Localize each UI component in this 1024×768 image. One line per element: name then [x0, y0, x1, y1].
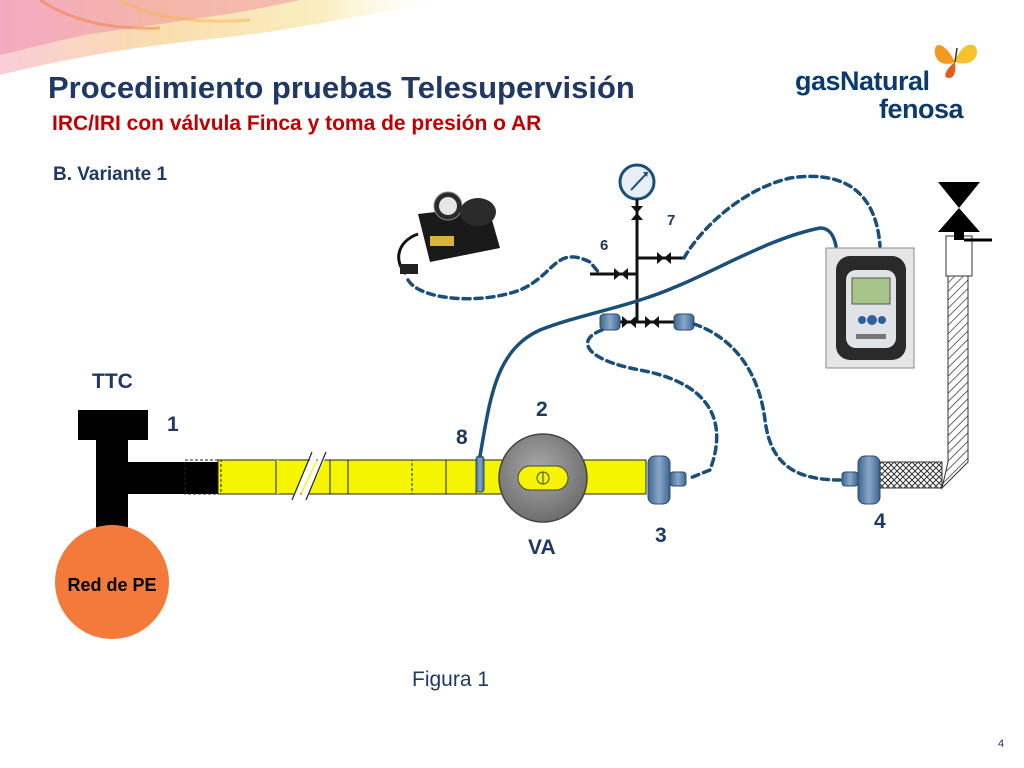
riser-pipe	[879, 182, 992, 490]
label-va: VA	[528, 536, 556, 559]
label-network: Red de PE	[67, 575, 156, 595]
manometer-valve-tree	[590, 163, 695, 331]
section-heading: B. Variante 1	[53, 164, 168, 185]
corner-decoration	[0, 0, 460, 75]
logo-line-1: gasNatural	[795, 66, 930, 96]
label-3: 3	[655, 524, 667, 547]
page-subtitle: IRC/IRI con válvula Finca y toma de pres…	[52, 112, 542, 135]
butterfly-icon	[934, 44, 977, 78]
pe-network	[55, 525, 169, 639]
company-logo: gasNatural fenosa	[795, 38, 995, 128]
label-8: 8	[456, 426, 468, 449]
ttc-fitting	[78, 410, 218, 535]
logo-line-2: fenosa	[879, 94, 964, 124]
pressure-recorder	[825, 247, 915, 369]
end-cap-4	[841, 455, 881, 505]
hoses	[406, 174, 882, 482]
label-1: 1	[167, 413, 179, 436]
end-cap-3	[647, 455, 687, 505]
label-7: 7	[667, 212, 676, 229]
label-2: 2	[536, 398, 548, 421]
pressure-tap-8	[475, 455, 485, 493]
page-title: Procedimiento pruebas Telesupervisión	[48, 70, 635, 105]
label-ttc: TTC	[92, 370, 133, 393]
figure-caption: Figura 1	[412, 668, 490, 691]
finca-valve	[498, 433, 588, 523]
label-6: 6	[600, 237, 609, 254]
label-4: 4	[874, 510, 886, 533]
air-compressor	[386, 178, 502, 288]
page-number: 4	[998, 738, 1005, 750]
